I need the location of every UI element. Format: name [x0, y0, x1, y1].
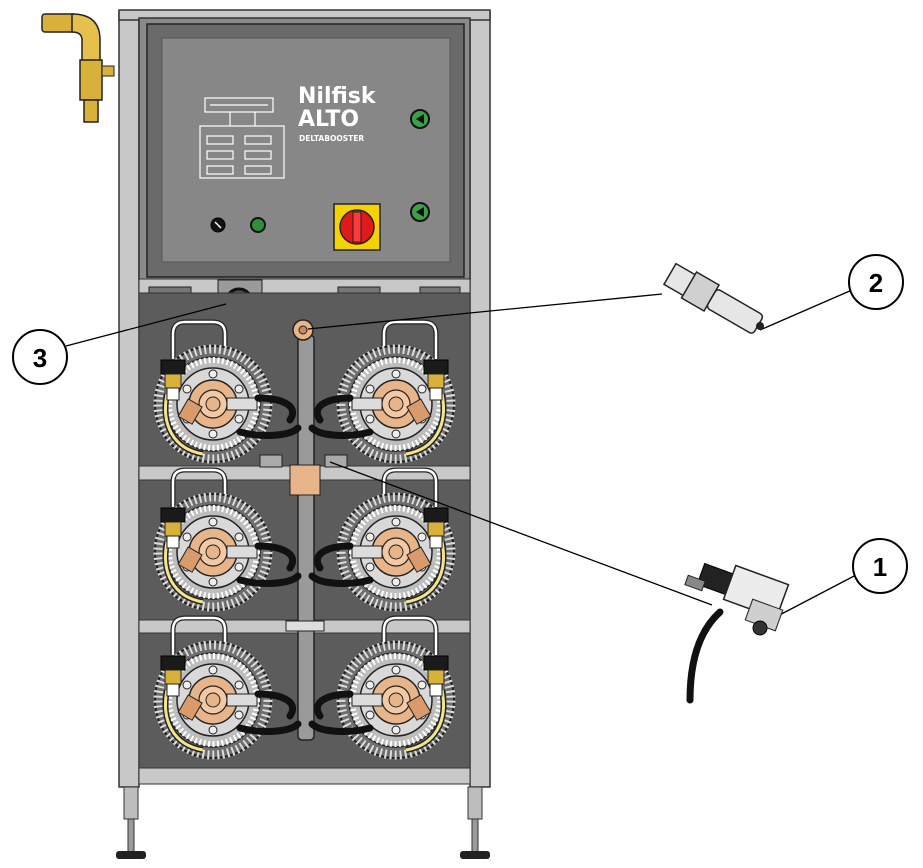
svg-text:3: 3	[33, 343, 47, 373]
schematic-icon	[199, 97, 285, 179]
control-box: Nilfisk ALTO DELTABOOSTER	[138, 17, 471, 281]
callout-2: 2	[848, 254, 904, 310]
indicator-light-icon	[250, 109, 430, 233]
svg-text:2: 2	[869, 268, 883, 298]
callout-3: 3	[12, 329, 68, 385]
control-knob	[210, 217, 226, 233]
valve-icon	[41, 13, 115, 123]
brand-model: DELTABOOSTER	[299, 134, 364, 143]
callout-1: 1	[852, 538, 908, 594]
svg-text:1: 1	[873, 552, 887, 582]
pressure-switch-icon	[684, 562, 790, 704]
manifold	[259, 319, 348, 741]
main-switch-icon	[333, 203, 381, 251]
brand-line2: ALTO	[298, 107, 359, 132]
hoses	[236, 394, 374, 735]
sensor-icon	[662, 262, 765, 334]
leader-lines	[65, 289, 857, 621]
brand-line1: Nilfisk	[298, 84, 377, 109]
frame	[116, 9, 491, 859]
